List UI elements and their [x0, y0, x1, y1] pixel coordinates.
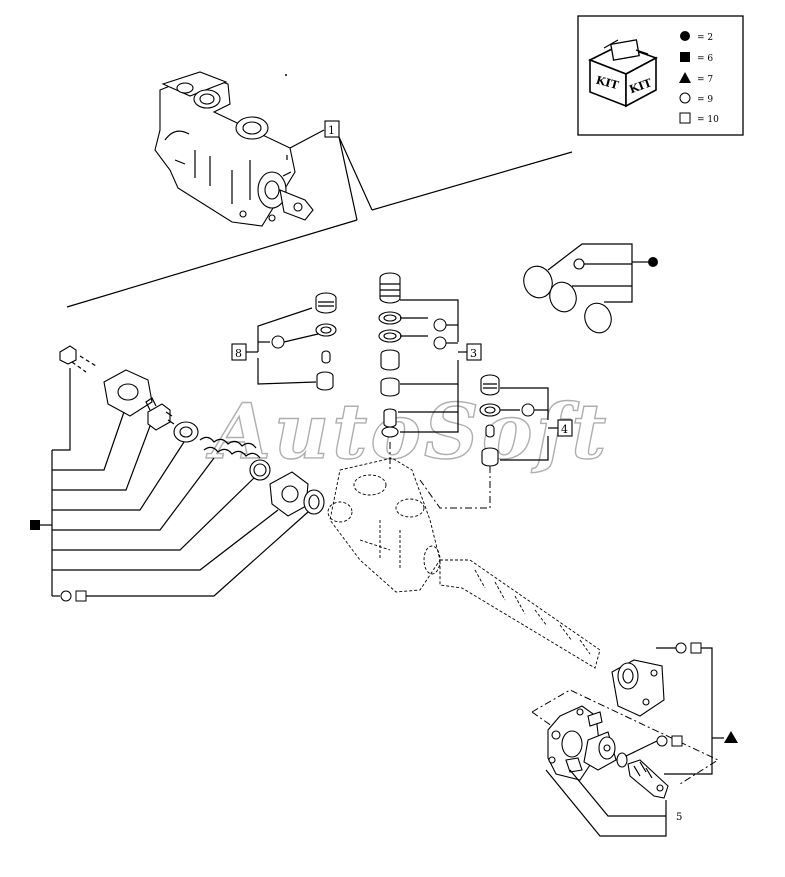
end-cap-assembly [531, 659, 720, 799]
kit-legend: KIT KIT = 2 = 6 = 7 = 9 = 10 [577, 15, 744, 136]
kit-legend-item-2: = 2 [697, 33, 713, 43]
kit-label-left: KIT [595, 74, 621, 93]
callout-1-label: 1 [328, 124, 335, 137]
valve-section-assembly [154, 71, 314, 227]
kit-square-marker [30, 520, 40, 530]
filled-triangle-symbol [679, 72, 691, 83]
kit-legend-item-7: = 7 [697, 75, 713, 85]
callout-3-label: 3 [470, 347, 477, 360]
kit-legend-item-10: = 10 [697, 115, 719, 125]
callout-triangle-group [625, 642, 738, 775]
orings-group [523, 243, 658, 334]
left-parts-stack [59, 345, 325, 517]
callout-3-group: 3 [378, 272, 482, 438]
ghost-valve-body [327, 457, 601, 669]
kit-open-circle-marker [60, 590, 72, 602]
kit-open-square-marker [75, 590, 87, 602]
kit-filled-circle-marker [648, 257, 658, 267]
callout-5-label: 5 [676, 812, 682, 823]
callout-8-label: 8 [235, 347, 242, 360]
filled-square-symbol [680, 52, 690, 62]
callout-1: 1 [66, 120, 573, 308]
open-square-symbol [679, 112, 691, 124]
kit-legend-item-6: = 6 [697, 54, 713, 64]
open-circle-symbol [679, 92, 691, 104]
callout-8-group: 8 [231, 292, 337, 391]
callout-5-group: 5 [545, 769, 682, 837]
filled-circle-symbol [680, 31, 690, 41]
callout-4-group: 4 [389, 374, 573, 509]
kit-box-icon: KIT KIT [588, 39, 658, 108]
callout-4-label: 4 [561, 423, 568, 436]
kit-legend-item-9: = 9 [697, 95, 713, 105]
callout-square-group [30, 368, 309, 602]
kit-filled-triangle-marker [724, 731, 738, 743]
